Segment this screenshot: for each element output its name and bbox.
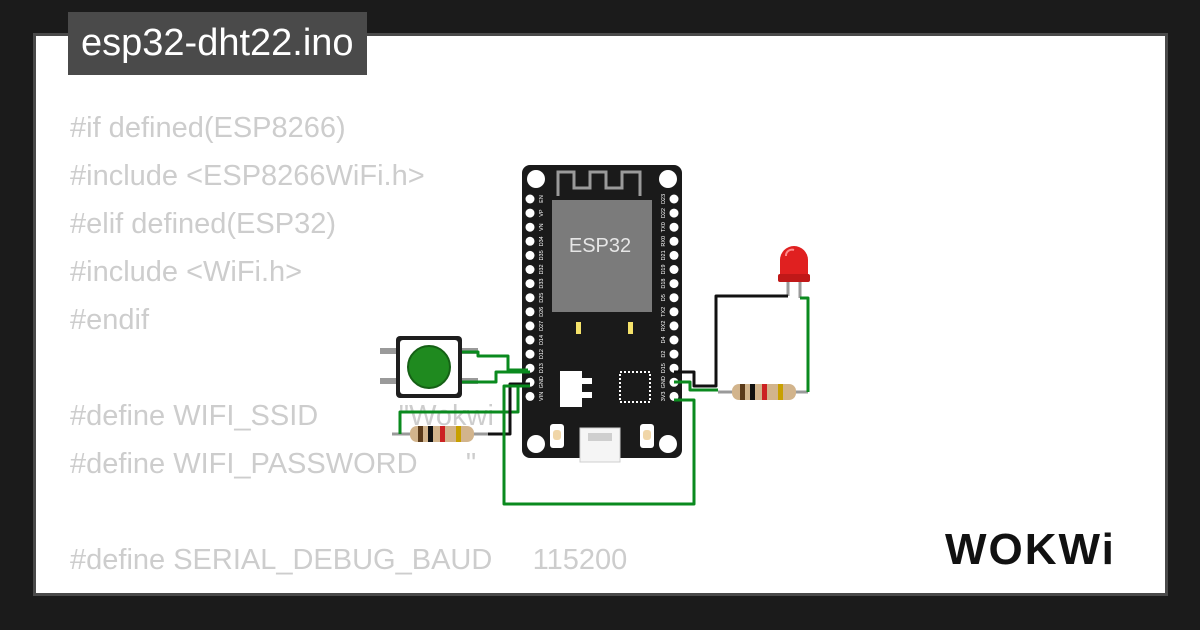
pin-hole[interactable] — [669, 349, 679, 359]
code-line: WL_IDLE_STATUS — [70, 588, 425, 593]
pin-label: TX0 — [661, 222, 667, 232]
preview-card: #if defined(ESP8266) #include <ESP8266Wi… — [33, 33, 1168, 596]
pin-hole[interactable] — [525, 293, 535, 303]
pin-hole[interactable] — [525, 194, 535, 204]
wires — [398, 294, 810, 506]
pin-label: RX0 — [661, 236, 667, 247]
pin-label: D4 — [661, 336, 667, 343]
pin-label: D32 — [539, 264, 545, 274]
pin-label: D26 — [539, 307, 545, 317]
pin-hole[interactable] — [525, 391, 535, 401]
pin-label: D33 — [539, 279, 545, 289]
pin-hole[interactable] — [525, 335, 535, 345]
pin-hole[interactable] — [669, 307, 679, 317]
pin-label: D18 — [661, 279, 667, 289]
pin-label: VP — [539, 209, 545, 217]
pin-hole[interactable] — [669, 321, 679, 331]
pin-hole[interactable] — [669, 279, 679, 289]
resistor-led — [718, 384, 808, 400]
code-line: #endif — [70, 304, 150, 336]
code-line: #elif defined(ESP32) — [70, 208, 336, 240]
led-red — [778, 246, 810, 298]
pin-hole[interactable] — [669, 194, 679, 204]
pin-label: D19 — [661, 264, 667, 274]
pin-hole[interactable] — [669, 363, 679, 373]
pin-label: 3V3 — [661, 392, 667, 402]
pin-label: D22 — [661, 208, 667, 218]
antenna-trace — [556, 170, 642, 196]
pin-hole[interactable] — [669, 293, 679, 303]
pin-hole[interactable] — [525, 279, 535, 289]
pin-label: VIN — [539, 392, 545, 401]
logo-text: WOKWi — [945, 525, 1116, 574]
right-pin-header — [669, 194, 679, 401]
esp32-board[interactable]: ESP32 ENVPVND34D35D32D33D25D26D27D14D12D… — [522, 165, 682, 463]
pin-label: GND — [661, 376, 667, 388]
pin-hole[interactable] — [525, 250, 535, 260]
code-line: #if defined(ESP8266) — [70, 112, 346, 144]
chip-label: ESP32 — [569, 235, 631, 257]
pin-hole[interactable] — [669, 208, 679, 218]
pin-label: D13 — [539, 363, 545, 373]
left-pin-header — [525, 194, 535, 401]
pin-label: EN — [539, 195, 545, 203]
wokwi-logo: WOKWi — [945, 525, 1116, 574]
pin-hole[interactable] — [669, 250, 679, 260]
pin-label: D21 — [661, 250, 667, 260]
regulator — [560, 371, 582, 407]
pin-label: TX2 — [661, 307, 667, 317]
pin-label: D23 — [661, 194, 667, 204]
code-line: #include <WiFi.h> — [70, 256, 303, 288]
resistor-button — [392, 426, 500, 442]
code-line: #define SERIAL_DEBUG_BAUD 115200 — [70, 544, 628, 576]
pin-hole[interactable] — [669, 222, 679, 232]
pin-label: D34 — [539, 236, 545, 246]
pin-label: D27 — [539, 321, 545, 331]
pin-hole[interactable] — [525, 265, 535, 274]
pin-hole[interactable] — [525, 236, 535, 246]
button-cap[interactable] — [407, 345, 451, 389]
pin-label: D14 — [539, 335, 545, 345]
pin-hole[interactable] — [525, 307, 535, 317]
pin-label: RX2 — [661, 321, 667, 332]
pin-label: D12 — [539, 349, 545, 359]
pushbutton[interactable] — [380, 336, 478, 398]
pin-label: D15 — [661, 363, 667, 373]
pin-label: D25 — [539, 293, 545, 303]
code-line: #include <ESP8266WiFi.h> — [70, 160, 425, 192]
esp32-chip — [552, 200, 652, 312]
pin-label: D5 — [661, 294, 667, 301]
code-line: #define WIFI_PASSWORD " — [70, 448, 477, 480]
pin-hole[interactable] — [669, 265, 679, 274]
usb-chip — [619, 371, 651, 403]
pin-hole[interactable] — [669, 236, 679, 246]
pin-label: VN — [539, 223, 545, 231]
file-name-tab: esp32-dht22.ino — [68, 12, 367, 75]
pin-hole[interactable] — [525, 321, 535, 331]
pin-label: D2 — [661, 351, 667, 358]
pin-hole[interactable] — [669, 335, 679, 345]
pin-hole[interactable] — [525, 349, 535, 359]
pin-hole[interactable] — [525, 222, 535, 232]
pin-label: D35 — [539, 250, 545, 260]
pin-hole[interactable] — [525, 208, 535, 218]
pin-label: GND — [539, 376, 545, 388]
